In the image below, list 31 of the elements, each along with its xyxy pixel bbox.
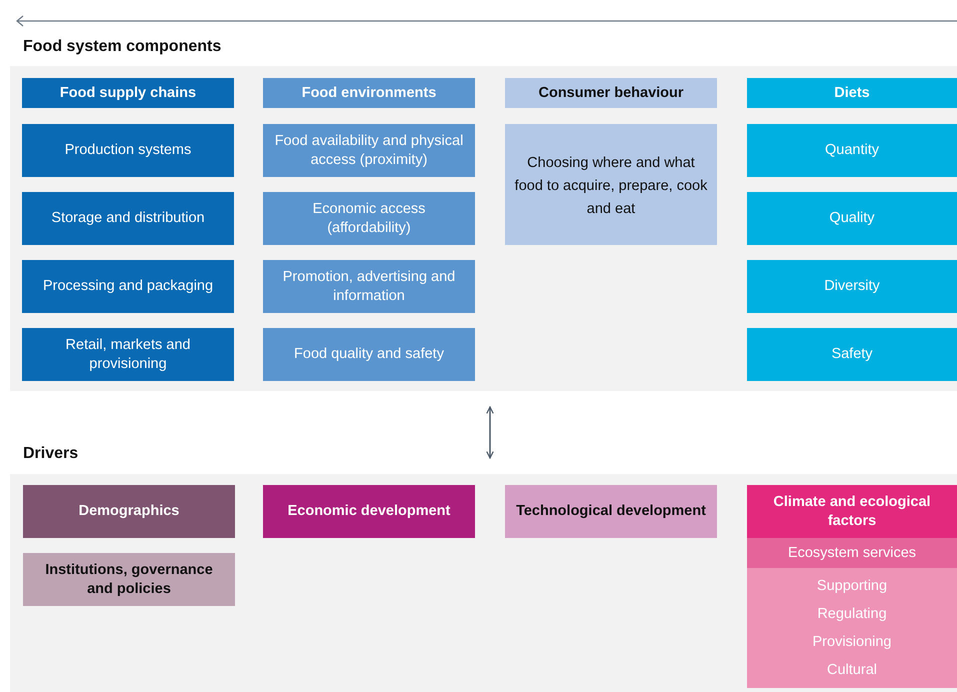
category-header: Economic development [263, 485, 475, 538]
item-box: Safety [747, 328, 957, 381]
category-header: Diets [747, 78, 957, 108]
category-header: Climate and ecological factors [747, 485, 957, 538]
category-header: Technological development [505, 485, 717, 538]
item-box: Food availability and physical access (proximity) [263, 124, 475, 177]
item-box: Choosing where and what food to acquire, prepare, cook and eat [505, 124, 717, 245]
item-box: Promotion, advertising and information [263, 260, 475, 313]
list-item: Cultural [827, 660, 877, 680]
category-header: Demographics [23, 485, 235, 538]
item-box: Diversity [747, 260, 957, 313]
category-header: Consumer behaviour [505, 78, 717, 108]
category-header: Food supply chains [22, 78, 234, 108]
item-box: Ecosystem services [747, 538, 957, 568]
item-box: Storage and distribution [22, 192, 234, 245]
item-box: Quality [747, 192, 957, 245]
section-heading: Food system components [23, 37, 222, 57]
category-header: Food environments [263, 78, 475, 108]
item-box: Production systems [22, 124, 234, 177]
item-box: Economic access (affordability) [263, 192, 475, 245]
section-heading: Drivers [23, 444, 78, 464]
double-arrow [486, 406, 494, 459]
category-header: Institutions, governance and policies [23, 553, 235, 606]
item-box: Food quality and safety [263, 328, 475, 381]
item-box: Retail, markets and provisioning [22, 328, 234, 381]
item-box: Processing and packaging [22, 260, 234, 313]
list-item: Provisioning [812, 632, 892, 652]
item-box: Quantity [747, 124, 957, 177]
list-box [747, 568, 957, 688]
list-item: Supporting [816, 576, 888, 596]
list-item: Regulating [817, 604, 887, 624]
